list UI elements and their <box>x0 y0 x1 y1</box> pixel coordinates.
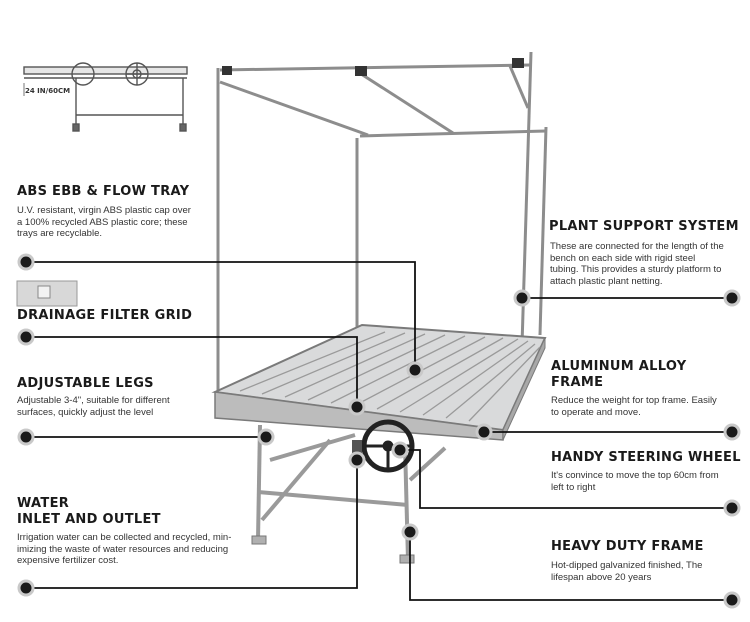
legs-description: Adjustable 3-4", suitable for different … <box>17 395 170 418</box>
leg-feet <box>251 535 415 564</box>
water-description: Irrigation water can be collected and re… <box>17 532 232 566</box>
drainage-title: DRAINAGE FILTER GRID <box>17 308 193 323</box>
dimension-label: 24 IN/60CM <box>25 87 71 95</box>
water-title-line2: INLET AND OUTLET <box>17 512 161 527</box>
aluminum-title-line2: FRAME <box>551 375 604 390</box>
callout-dots <box>17 253 741 609</box>
steering-description: It's convince to move the top 60cm from … <box>551 470 719 493</box>
drainage-grid-swatch <box>16 280 78 307</box>
thumbnail-diagram <box>23 62 188 132</box>
aluminum-description: Reduce the weight for top frame. Easily … <box>551 395 717 418</box>
aluminum-title-line1: ALUMINUM ALLOY <box>551 359 687 374</box>
abs-tray-description: U.V. resistant, virgin ABS plastic cap o… <box>17 205 191 239</box>
legs-title: ADJUSTABLE LEGS <box>17 376 154 391</box>
water-title-line1: WATER <box>17 496 70 511</box>
abs-tray-title: ABS EBB & FLOW TRAY <box>17 184 190 199</box>
bench-brackets <box>222 58 524 76</box>
plant-support-description: These are connected for the length of th… <box>550 241 724 287</box>
heavy-frame-description: Hot-dipped galvanized finished, The life… <box>551 560 703 583</box>
base-frame <box>256 424 447 561</box>
steering-title: HANDY STEERING WHEEL <box>551 450 741 465</box>
callout-leaders <box>26 261 732 601</box>
heavy-frame-title: HEAVY DUTY FRAME <box>551 539 704 554</box>
plant-support-title: PLANT SUPPORT SYSTEM <box>549 219 739 234</box>
